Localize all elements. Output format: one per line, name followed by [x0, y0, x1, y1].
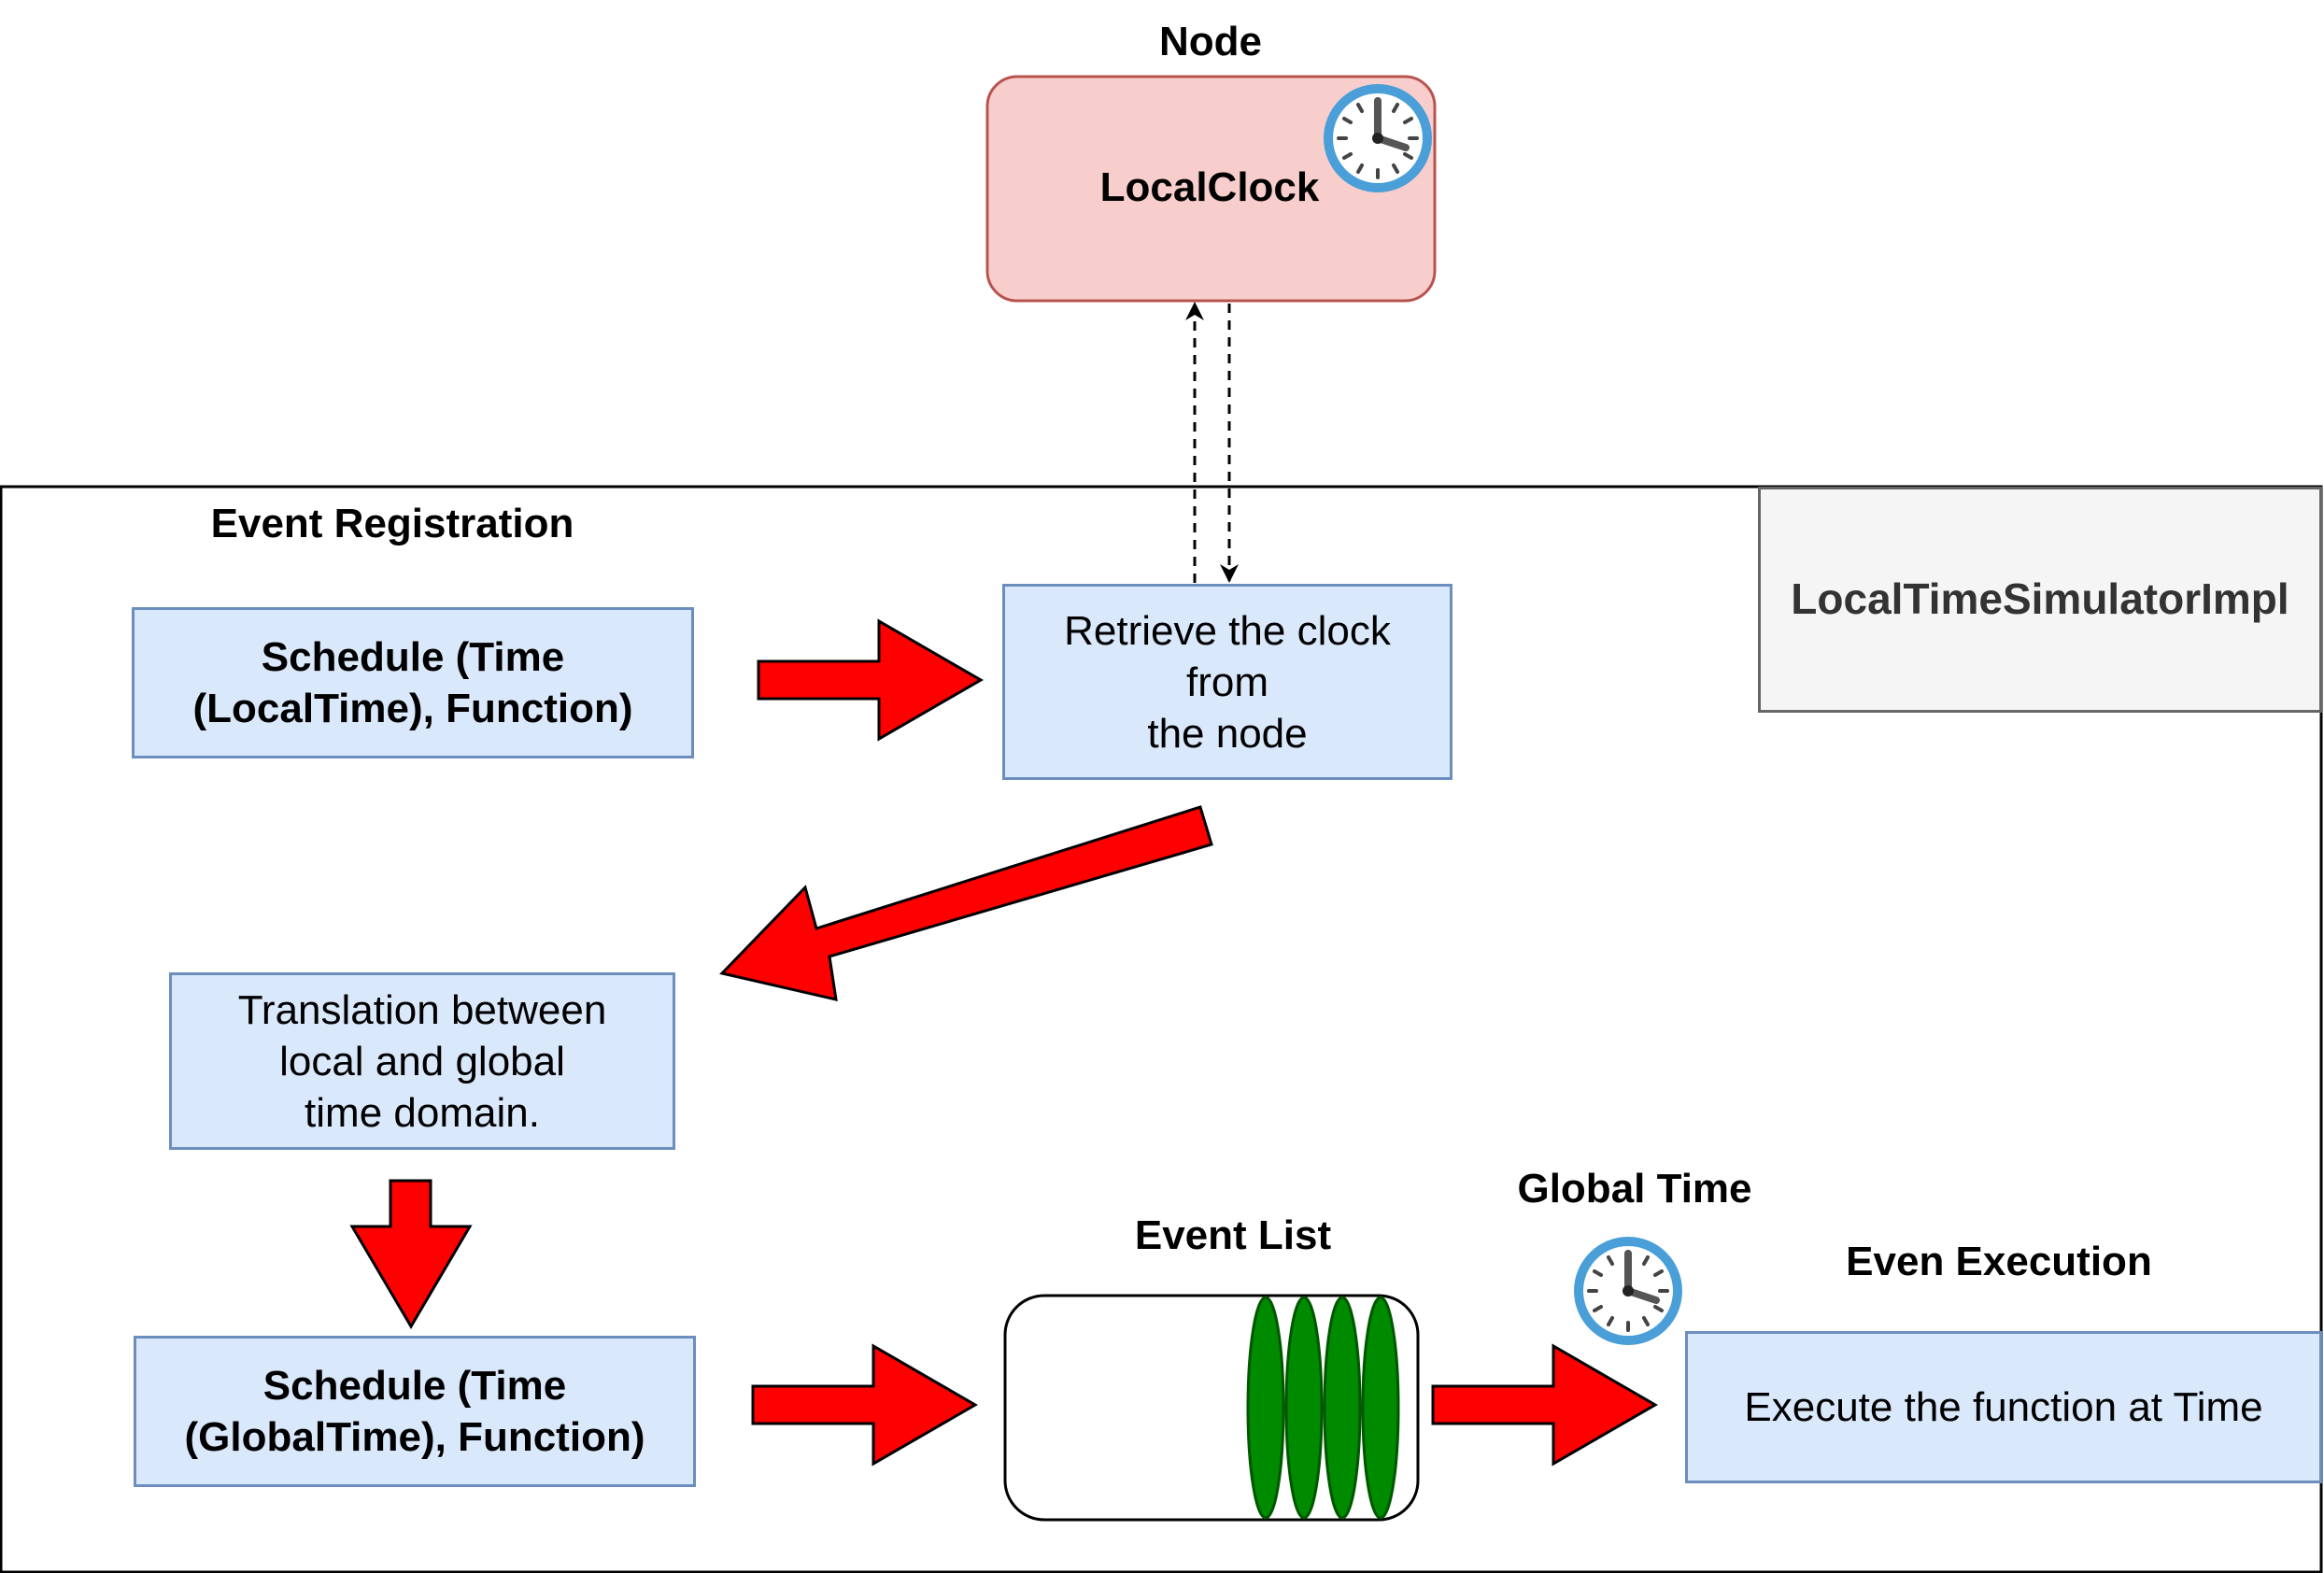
event-list-items: [1246, 1296, 1400, 1520]
event-registration-title: Event Registration: [210, 501, 574, 546]
simulator-tag: LocalTimeSimulatorImpl: [1758, 487, 2322, 713]
event-list-item: [1361, 1296, 1400, 1520]
retrieve-clock-box: Retrieve the clock from the node: [1002, 584, 1452, 780]
arrow-eventlist-to-execute: [1431, 1343, 1658, 1467]
arrow-schedule-to-retrieve: [757, 618, 984, 742]
schedule-local-box: Schedule (Time (LocalTime), Function): [132, 607, 694, 758]
local-clock-label: LocalClock: [1099, 164, 1320, 210]
global-time-label: Global Time: [1517, 1166, 1752, 1212]
execute-box: Execute the function at Time: [1685, 1331, 2322, 1483]
arrow-schedule-to-eventlist: [751, 1343, 978, 1467]
schedule-global-box: Schedule (Time (GlobalTime), Function): [134, 1336, 696, 1487]
event-list-label: Event List: [1134, 1212, 1332, 1258]
arrow-translation-to-schedule: [349, 1179, 473, 1329]
even-execution-label: Even Execution: [1846, 1239, 2152, 1284]
event-list-item: [1323, 1296, 1362, 1520]
clock-icon: [1574, 1237, 1682, 1345]
clock-icon: [1324, 84, 1432, 192]
event-list-item: [1284, 1296, 1324, 1520]
arrow-retrieve-to-translation: [719, 805, 1213, 1001]
translation-box: Translation between local and global tim…: [169, 972, 675, 1150]
node-box: [985, 75, 1437, 303]
event-list-item: [1246, 1296, 1285, 1520]
node-title: Node: [1159, 19, 1262, 64]
